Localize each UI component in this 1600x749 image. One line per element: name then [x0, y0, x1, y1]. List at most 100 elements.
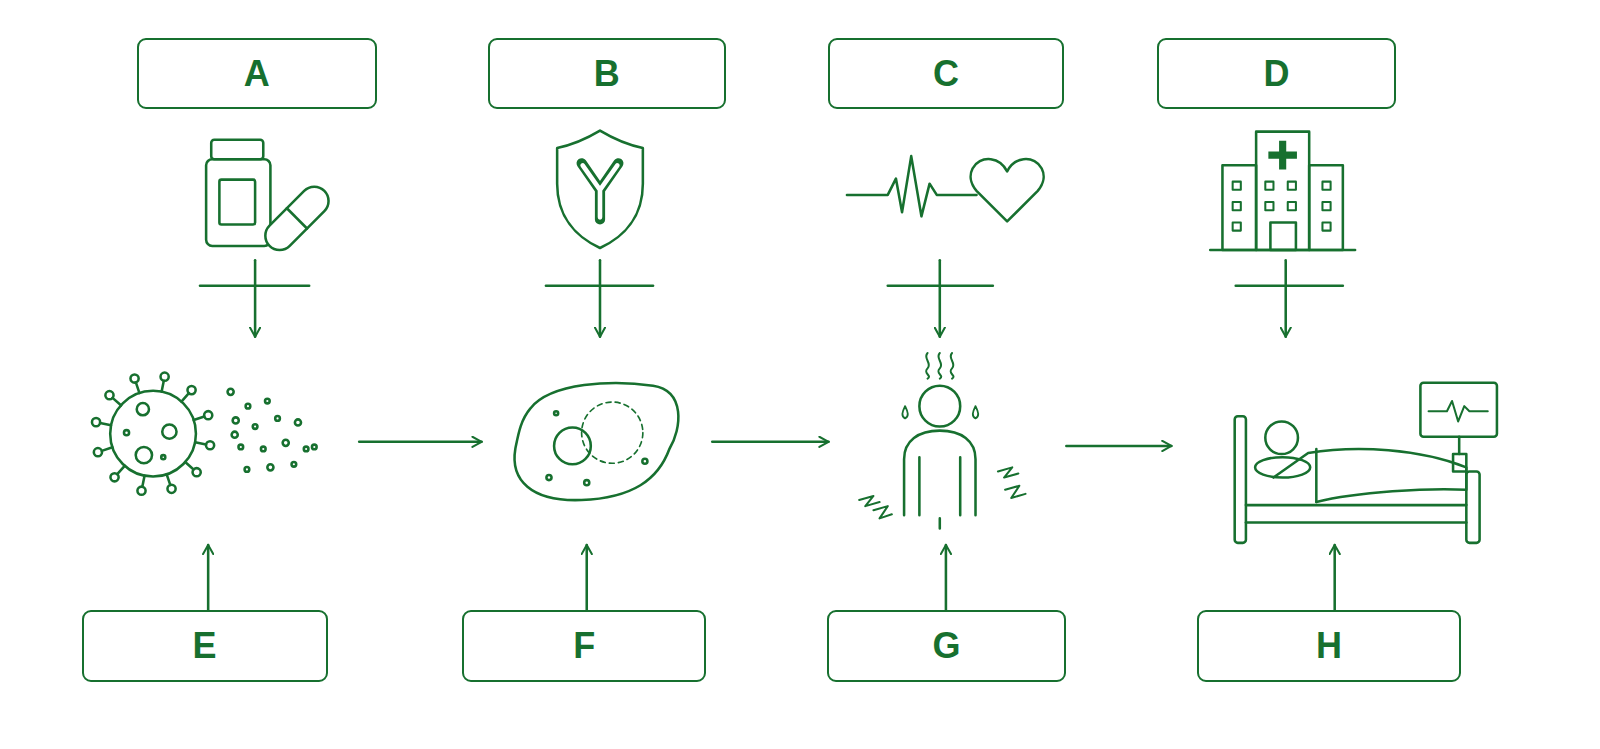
box-letter: A [244, 54, 270, 94]
virus-particle [304, 447, 309, 452]
label-box: C [828, 38, 1065, 109]
hospital-bed-icon-part [1255, 457, 1310, 477]
virus-spike [117, 466, 124, 474]
label-box: E [82, 610, 328, 681]
hospital-icon-part-part [1322, 222, 1330, 230]
hospital-bed-icon-part [1246, 521, 1466, 524]
box-letter: E [193, 626, 217, 666]
virus-spike-tip [204, 411, 212, 419]
sick-person-icon [859, 353, 1025, 529]
virus-particle [246, 404, 251, 409]
heartbeat-icon [847, 156, 1044, 221]
box-letter: H [1316, 626, 1342, 666]
hospital-bed-icon-part [1265, 421, 1298, 454]
hospital-bed-icon-part [1235, 416, 1246, 543]
hospital-icon-part [1309, 165, 1343, 250]
label-box: D [1157, 38, 1396, 109]
hospital-bed-icon [1235, 383, 1497, 543]
antibody-shield-icon-part [582, 163, 619, 219]
medicine-icon-part-part [287, 208, 307, 228]
hospital-bed-icon-part [1458, 437, 1461, 454]
sick-person-icon-part [998, 467, 1026, 498]
flow-arrow [359, 442, 1171, 446]
virus-spike-tip [105, 391, 113, 399]
virus-spike-tip [110, 473, 118, 481]
virus-spike-tip [130, 374, 138, 382]
hospital-icon [1210, 132, 1355, 250]
factor-arrow-part [1333, 545, 1336, 609]
hospital-icon-part [1256, 132, 1309, 250]
virus-spike [195, 442, 206, 444]
virus-spike [162, 381, 164, 392]
hospital-icon-part [1222, 165, 1256, 250]
virus-icon-part [136, 447, 152, 463]
virus-spike [102, 447, 113, 451]
hospital-icon-part-part [1233, 182, 1241, 190]
virus-particle [275, 416, 280, 421]
box-letter: B [594, 54, 620, 94]
cell-icon-part [515, 383, 679, 500]
factor-arrow-part [207, 545, 210, 609]
label-box: H [1197, 610, 1461, 681]
cell-icon-part [554, 428, 591, 465]
flow-arrow-part [359, 441, 481, 444]
hospital-bed-icon-part [1246, 504, 1466, 507]
virus-spike [194, 416, 205, 420]
hospital-icon-part-part [1265, 182, 1273, 190]
sick-person-icon-part [919, 386, 960, 427]
virus-particle [238, 445, 243, 450]
medicine-icon-part [206, 159, 270, 246]
box-letter: D [1264, 54, 1290, 94]
virus-icon-part [161, 455, 165, 459]
virus-particle [253, 424, 258, 429]
factor-arrow-part [945, 545, 948, 609]
factor-arrow [208, 545, 1335, 609]
virus-particles [228, 389, 317, 472]
illustration-part [92, 131, 1497, 610]
hospital-icon-part-part [1288, 202, 1296, 210]
label-box: A [137, 38, 377, 109]
virus-particle [233, 417, 239, 423]
cell-icon [515, 383, 679, 500]
hospital-icon-part-part [1322, 202, 1330, 210]
cell-icon-part [582, 402, 643, 463]
inhibition-arrow-part [939, 260, 942, 337]
medicine-icon-part [211, 140, 263, 159]
virus-particle [267, 464, 273, 470]
hospital-icon-part-part [1233, 222, 1241, 230]
medicine-icon-part [259, 181, 334, 256]
virus-spike [136, 382, 140, 393]
inhibition-arrow [200, 260, 1343, 337]
virus-spike-tip [92, 418, 100, 426]
virus-spike-tip [193, 468, 201, 476]
virus-spike-tip [137, 487, 145, 495]
virus-icon [92, 373, 214, 495]
virus-spike-tip [167, 485, 175, 493]
heartbeat-icon-part [847, 156, 977, 216]
cell-icon-part [554, 411, 558, 415]
flow-arrow-part [1066, 445, 1171, 448]
virus-spike-tip [161, 373, 169, 381]
virus-particle [295, 419, 301, 425]
hospital-icon-part-part [1265, 202, 1273, 210]
sick-person-icon-part [859, 496, 892, 518]
virus-particle [232, 432, 238, 438]
heartbeat-icon-part [971, 159, 1044, 221]
virus-icon-part [137, 403, 149, 415]
box-letter: G [932, 626, 960, 666]
virus-spike-tip [187, 386, 195, 394]
medicine-icon-part [219, 180, 255, 225]
hospital-bed-icon-part [1466, 471, 1479, 542]
virus-spike-tip [94, 448, 102, 456]
hospital-bed-icon-part [1429, 401, 1488, 421]
hospital-bed-icon-part [1420, 383, 1497, 437]
virus-particle [228, 389, 234, 395]
antibody-shield-icon-part [557, 131, 643, 248]
hospital-icon-part [1233, 182, 1331, 231]
virus-spike [142, 476, 144, 487]
virus-particle [312, 445, 317, 450]
sick-person-icon-part [926, 353, 953, 379]
medicine-icon [206, 140, 334, 256]
virus-spike [113, 398, 121, 405]
